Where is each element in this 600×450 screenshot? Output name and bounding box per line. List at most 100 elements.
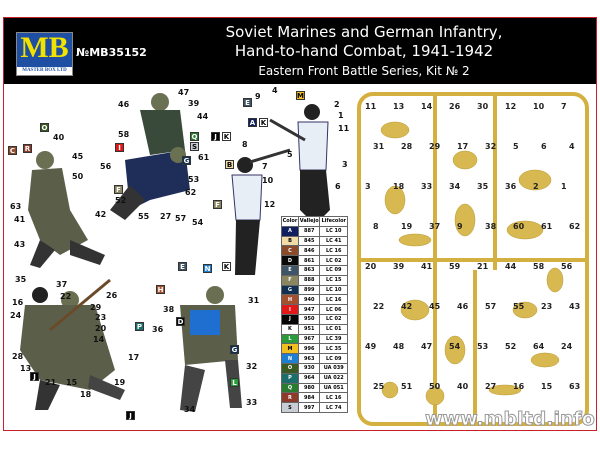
title-line-1: Soviet Marines and German Infantry, (225, 23, 503, 41)
vallejo-code: 899 (297, 284, 321, 296)
color-letter-tag: H (156, 285, 165, 294)
lifecolor-code: LC 10 (319, 225, 348, 237)
lifecolor-code: LC 02 (319, 313, 348, 325)
vallejo-code: 984 (297, 392, 321, 404)
lifecolor-code: LC 41 (319, 235, 348, 247)
color-letter-tag: K (222, 132, 231, 141)
color-swatch: J (281, 313, 299, 325)
logo-text: MB (20, 31, 69, 64)
callout-number: 52 (115, 196, 127, 205)
callout-number: 29 (90, 303, 102, 312)
lifecolor-code: LC 02 (319, 255, 348, 266)
callout-number: 46 (118, 100, 130, 109)
color-letter-tag: B (225, 160, 234, 169)
color-letter-tag: K (259, 118, 268, 127)
sprue-part-number: 37 (429, 222, 441, 231)
sprue-part-number: 52 (505, 342, 517, 351)
sprue-part-number: 44 (505, 262, 517, 271)
color-letter-tag: J (211, 132, 220, 141)
sprue-part-number: 54 (449, 342, 461, 351)
callout-number: 12 (264, 200, 276, 209)
sprue-part-number: 63 (569, 382, 581, 391)
color-letter-tag: C (8, 146, 17, 155)
title-line-2: Hand-to-hand Combat, 1941-1942 (234, 42, 494, 60)
color-swatch: A (281, 225, 299, 237)
sprue-part-number: 35 (477, 182, 489, 191)
callout-number: 45 (72, 152, 84, 161)
sprue-part-number: 5 (513, 142, 519, 151)
sprue-part-number: 4 (569, 142, 575, 151)
lifecolor-code: UA 039 (319, 362, 348, 374)
sprue-part-number: 1 (561, 182, 567, 191)
vallejo-code: 940 (297, 294, 321, 306)
callout-number: 28 (12, 352, 24, 361)
vallejo-code: 997 (297, 402, 321, 413)
sprue-part-number: 16 (513, 382, 525, 391)
sprue-part-number: 39 (393, 262, 405, 271)
callout-number: 47 (178, 88, 190, 97)
sprue-part-number: 57 (485, 302, 497, 311)
border-frame (3, 17, 597, 431)
sprue-part-number: 11 (365, 102, 377, 111)
callout-number: 20 (95, 324, 107, 333)
callout-number: 8 (242, 140, 248, 149)
sprue-part-number: 25 (373, 382, 385, 391)
callout-number: 37 (56, 280, 68, 289)
callout-number: 22 (60, 292, 72, 301)
lifecolor-code: LC 16 (319, 294, 348, 306)
sprue-part-number: 21 (477, 262, 489, 271)
color-swatch: M (281, 343, 299, 355)
sprue-frame (357, 92, 589, 426)
callout-number: 10 (262, 176, 274, 185)
color-swatch: H (281, 294, 299, 306)
sprue-part-number: 62 (569, 222, 581, 231)
color-letter-tag: D (176, 317, 185, 326)
lifecolor-code: UA 022 (319, 372, 348, 384)
sprue-part-number: 15 (541, 382, 553, 391)
callout-number: 31 (248, 296, 260, 305)
lifecolor-code: LC 10 (319, 284, 348, 296)
vallejo-code: 947 (297, 304, 321, 315)
callout-number: 50 (72, 172, 84, 181)
sprue-part-number: 56 (561, 262, 573, 271)
lifecolor-code: LC 09 (319, 353, 348, 364)
sprue-part-number: 3 (365, 182, 371, 191)
vallejo-code: 846 (297, 245, 321, 257)
sprue-part-number: 14 (421, 102, 433, 111)
callout-number: 38 (163, 305, 175, 314)
vallejo-code: 964 (297, 372, 321, 384)
sprue-part-number: 26 (449, 102, 461, 111)
color-letter-tag: P (135, 322, 144, 331)
vallejo-code: 888 (297, 274, 321, 286)
callout-number: 33 (246, 398, 258, 407)
subtitle: Eastern Front Battle Series, Kit № 2 (258, 64, 470, 78)
callout-number: 62 (185, 188, 197, 197)
sprue-part-number: 22 (373, 302, 385, 311)
sprue-part-number: 58 (533, 262, 545, 271)
callout-number: 6 (335, 182, 341, 191)
color-letter-tag: E (178, 262, 187, 271)
callout-number: 41 (14, 215, 26, 224)
callout-number: 34 (184, 405, 196, 414)
vallejo-code: 863 (297, 264, 321, 276)
callout-number: 55 (138, 212, 150, 221)
color-swatch: F (281, 274, 299, 286)
callout-number: 1 (338, 111, 344, 120)
sprue-part-number: 51 (401, 382, 413, 391)
color-letter-tag: Q (190, 132, 199, 141)
col-header-color: Color (281, 216, 299, 227)
sprue-part-number: 27 (485, 382, 497, 391)
color-swatch: G (281, 284, 299, 296)
sprue-part-number: 33 (421, 182, 433, 191)
color-letter-tag: I (115, 143, 124, 152)
sprue-part-number: 38 (485, 222, 497, 231)
